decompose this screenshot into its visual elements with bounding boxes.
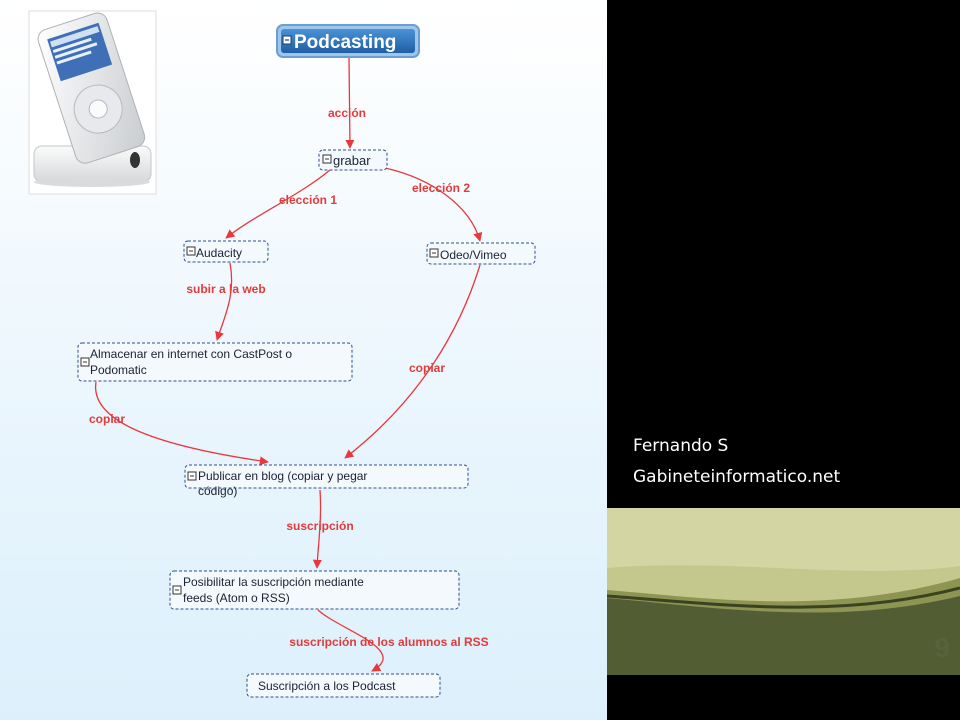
ipod-dock-image	[28, 10, 157, 195]
edge-publicar-posibilitar	[312, 489, 322, 569]
node-suscripcion-label: Suscripción a los Podcast	[258, 679, 396, 693]
ipod-dock-icon	[33, 12, 152, 187]
label-eleccion-2: elección 2	[412, 181, 470, 195]
node-posibilitar[interactable]: Posibilitar la suscripción mediante feed…	[169, 570, 460, 610]
label-eleccion-1: elección 1	[279, 193, 337, 207]
concept-map-panel: acción elección 1 elección 2 subir a la …	[0, 0, 607, 720]
label-accion: acción	[328, 106, 366, 120]
node-audacity[interactable]: Audacity	[183, 240, 269, 263]
node-suscripcion-podcast[interactable]: Suscripción a los Podcast	[246, 673, 441, 698]
node-almacenar-line-1: Almacenar en internet con CastPost o	[90, 347, 292, 361]
node-almacenar-line-2: Podomatic	[90, 363, 147, 377]
author-name: Fernando S	[633, 436, 729, 456]
node-audacity-label: Audacity	[196, 246, 242, 260]
node-podcasting[interactable]: Podcasting	[276, 24, 420, 58]
concept-map: acción elección 1 elección 2 subir a la …	[28, 10, 536, 698]
author-website: Gabineteinformatico.net	[633, 467, 841, 487]
node-almacenar[interactable]: Almacenar en internet con CastPost o Pod…	[77, 342, 353, 382]
label-copiar-left: copiar	[89, 412, 125, 426]
slide-number: 9	[934, 632, 950, 663]
connectors	[95, 57, 483, 672]
node-grabar-label: grabar	[333, 153, 371, 168]
node-publicar-line-2: código)	[198, 484, 237, 498]
node-odeo-vimeo[interactable]: Odeo/Vimeo	[426, 242, 536, 265]
label-copiar-right: copiar	[409, 361, 445, 375]
node-publicar[interactable]: Publicar en blog (copiar y pegar código)	[184, 464, 469, 498]
edge-audacity-almacenar	[215, 262, 233, 341]
edge-grabar-audacity	[225, 169, 331, 239]
edge-almacenar-publicar	[95, 381, 269, 466]
label-suscripcion-alumnos: suscripción de los alumnos al RSS	[289, 635, 488, 649]
title-panel: Fernando S Gabineteinformatico.net 9	[607, 0, 960, 720]
edge-podcasting-grabar	[345, 57, 355, 149]
node-posibilitar-line-1: Posibilitar la suscripción mediante	[183, 575, 364, 589]
edge-posibilitar-suscripcion	[317, 609, 384, 672]
edge-odeo-publicar	[344, 264, 481, 459]
node-publicar-line-1: Publicar en blog (copiar y pegar	[198, 469, 367, 483]
label-subir-web: subir a la web	[186, 282, 265, 296]
label-suscripcion: suscripción	[286, 519, 353, 533]
edge-grabar-odeo	[384, 167, 483, 242]
node-posibilitar-line-2: feeds (Atom o RSS)	[183, 591, 290, 605]
node-odeo-label: Odeo/Vimeo	[440, 248, 507, 262]
link-labels: acción elección 1 elección 2 subir a la …	[89, 106, 489, 649]
node-grabar[interactable]: grabar	[318, 149, 388, 171]
decorative-wave-band	[607, 508, 960, 675]
node-podcasting-label: Podcasting	[294, 32, 396, 53]
